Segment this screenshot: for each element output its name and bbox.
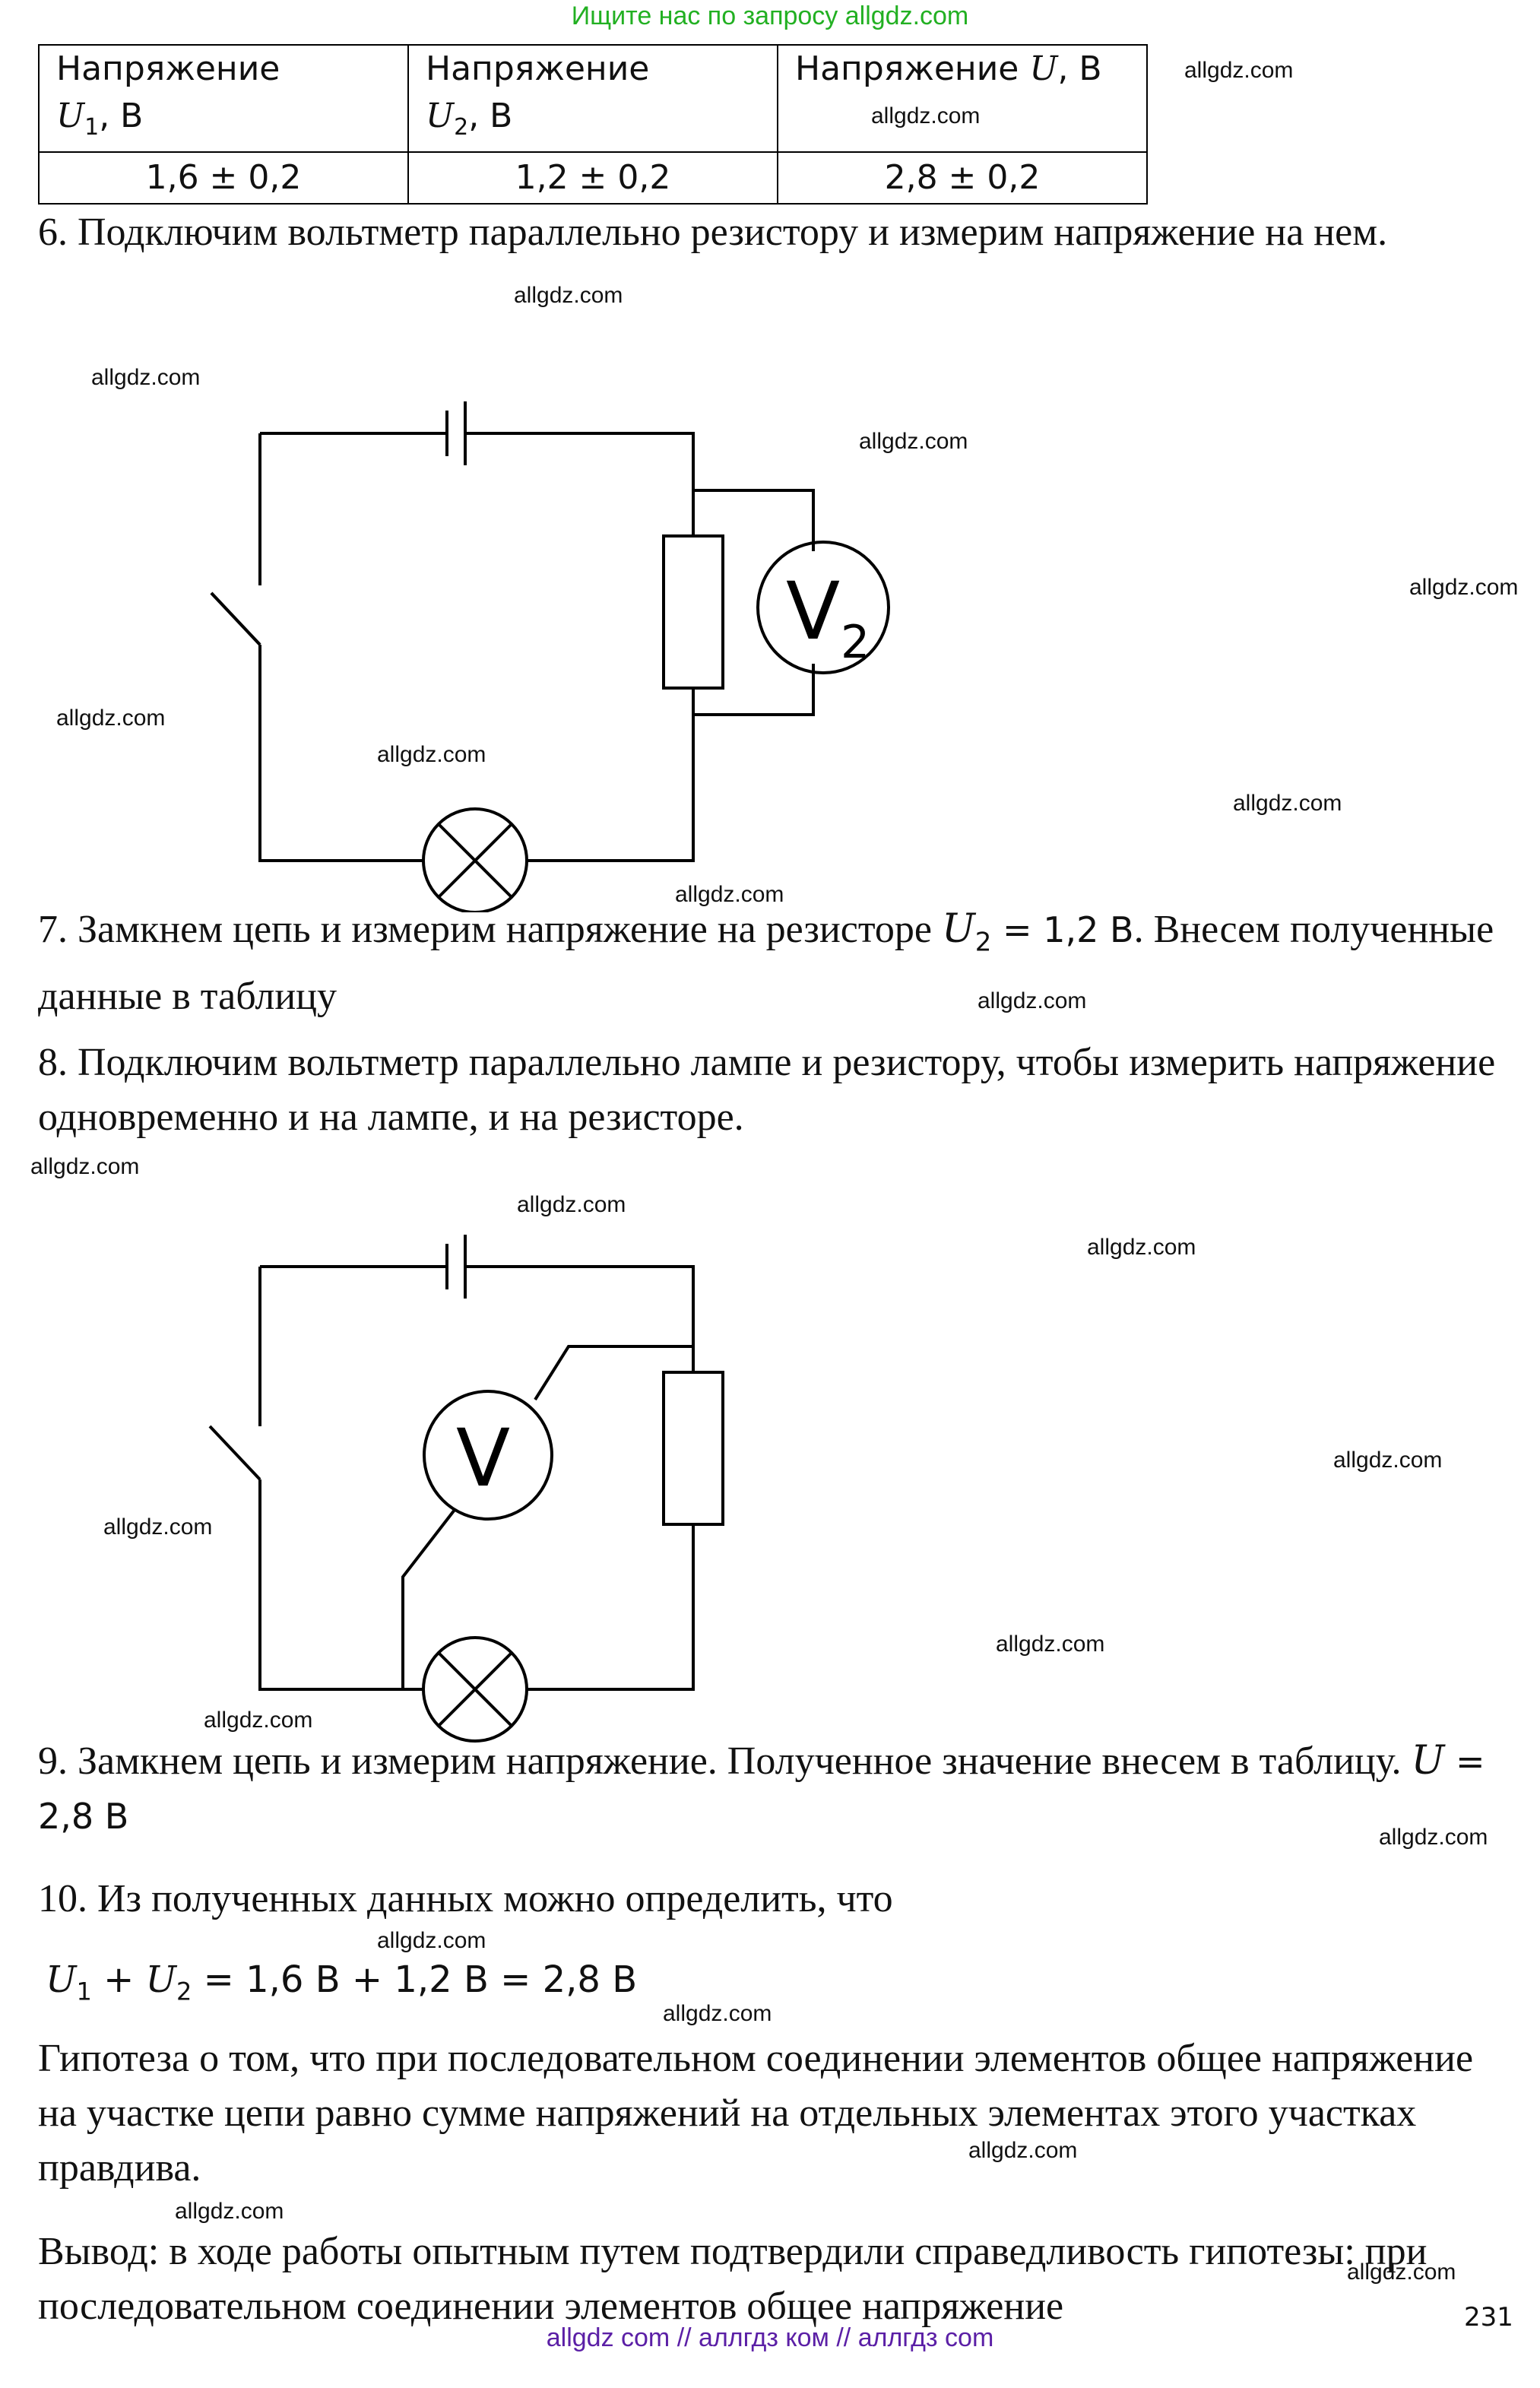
watermark: allgdz.com	[1184, 58, 1294, 83]
step-9-text: 9. Замкнем цепь и измерим напряжение. По…	[38, 1733, 1505, 1844]
watermark: allgdz.com	[91, 365, 201, 390]
table-cell-u2: 1,2 ± 0,2	[407, 151, 778, 205]
sum-formula: U1 + U2 = 1,6 В + 1,2 В = 2,8 В	[46, 1952, 637, 2019]
watermark: allgdz.com	[514, 283, 623, 308]
step-7-eq: = 1,2 В	[991, 909, 1134, 950]
watermark: allgdz.com	[1233, 791, 1342, 816]
step-9-var: U	[1411, 1738, 1445, 1784]
header-unit: , В	[468, 97, 513, 135]
circuit-diagram-2: V	[208, 1235, 724, 1743]
watermark: allgdz.com	[56, 706, 166, 731]
battery-icon	[445, 1235, 467, 1299]
voltmeter-v2-sub: 2	[841, 616, 870, 669]
resistor-icon	[662, 1371, 724, 1526]
step-10-text: 10. Из полученных данных можно определит…	[38, 1877, 893, 1920]
watermark: allgdz.com	[30, 1154, 140, 1179]
voltmeter-circle	[423, 1390, 553, 1521]
formula-sub: 2	[176, 1977, 192, 2006]
step-7-sub: 2	[974, 927, 992, 958]
table-cell-u1: 1,6 ± 0,2	[38, 151, 409, 205]
table-header-u: Напряжение U, В	[777, 44, 1148, 153]
watermark: allgdz.com	[859, 429, 968, 454]
top-banner[interactable]: Ищите нас по запросу allgdz.com	[571, 2, 969, 30]
watermark: allgdz.com	[978, 988, 1087, 1013]
step-9-eq: = 2,8 В	[38, 1741, 1485, 1837]
header-label: Напряжение	[795, 49, 1019, 88]
header-var: U	[56, 97, 85, 135]
conclusion-text: Вывод: в ходе работы опытным путем подтв…	[38, 2230, 1428, 2328]
page-number: 231	[1464, 2302, 1513, 2333]
lamp-icon	[422, 807, 528, 912]
step-6-text: 6. Подключим вольтметр параллельно резис…	[38, 211, 1388, 254]
battery-icon	[445, 401, 467, 465]
voltmeter-v2-label: V	[786, 565, 840, 658]
wire-left-bottom	[210, 433, 695, 862]
header-unit: , В	[99, 97, 144, 135]
voltmeter-wires	[401, 1345, 693, 1689]
formula-rest: = 1,6 В + 1,2 В = 2,8 В	[192, 1958, 638, 2001]
header-label: Напряжение	[426, 49, 650, 88]
resistor-icon	[662, 534, 724, 690]
watermark: allgdz.com	[204, 1708, 313, 1733]
formula-var: U	[145, 1958, 176, 2001]
watermark: allgdz.com	[1347, 2260, 1456, 2285]
voltmeter-circle	[756, 541, 890, 674]
header-var: U	[1029, 49, 1058, 88]
step-7-part: 7. Замкнем цепь и измерим напряжение на …	[38, 908, 942, 951]
watermark: allgdz.com	[968, 2138, 1078, 2163]
circuit-diagram-1: V 2	[210, 401, 890, 912]
watermark: allgdz.com	[1087, 1235, 1196, 1260]
watermark: allgdz.com	[1409, 575, 1519, 600]
hypothesis-text: Гипотеза о том, что при последовательном…	[38, 2037, 1474, 2190]
watermark: allgdz.com	[871, 103, 981, 128]
wire-top	[260, 1265, 695, 1372]
watermark: allgdz.com	[377, 742, 486, 767]
watermark: allgdz.com	[103, 1514, 213, 1540]
wire-left-bottom	[258, 1267, 695, 1691]
watermark: allgdz.com	[996, 1632, 1105, 1657]
header-var: U	[426, 97, 455, 135]
bottom-banner[interactable]: allgdz com // аллгдз ком // аллгдз com	[546, 2323, 994, 2352]
watermark: allgdz.com	[675, 882, 784, 907]
watermark: allgdz.com	[175, 2199, 284, 2224]
watermark: allgdz.com	[1333, 1448, 1443, 1473]
table-row: 1,6 ± 0,2 1,2 ± 0,2 2,8 ± 0,2	[38, 151, 1148, 205]
wire-top	[260, 432, 695, 536]
header-unit: , В	[1057, 49, 1102, 88]
voltmeter-wires	[693, 489, 815, 716]
voltmeter-v-label: V	[456, 1412, 510, 1505]
watermark: allgdz.com	[377, 1928, 486, 1953]
watermark: allgdz.com	[517, 1192, 626, 1217]
header-sub: 1	[84, 113, 100, 141]
header-label: Напряжение	[56, 49, 280, 88]
step-7-part: . Внесем полученные данные в таблицу	[38, 908, 1494, 1019]
formula-var: U	[46, 1958, 77, 2001]
table-cell-u: 2,8 ± 0,2	[777, 151, 1148, 205]
step-9-part: 9. Замкнем цепь и измерим напряжение. По…	[38, 1739, 1412, 1783]
step-8-text: 8. Подключим вольтметр параллельно лампе…	[38, 1041, 1496, 1139]
header-sub: 2	[454, 113, 469, 141]
switch-icon	[210, 591, 261, 646]
switch-icon	[208, 1425, 261, 1481]
formula-sub: 1	[76, 1977, 92, 2006]
step-7-text: 7. Замкнем цепь и измерим напряжение на …	[38, 902, 1505, 1024]
watermark: allgdz.com	[1379, 1825, 1488, 1850]
formula-op: +	[91, 1958, 146, 2001]
step-7-var: U	[941, 906, 975, 952]
watermark: allgdz.com	[663, 2001, 772, 2026]
lamp-icon	[422, 1636, 528, 1743]
